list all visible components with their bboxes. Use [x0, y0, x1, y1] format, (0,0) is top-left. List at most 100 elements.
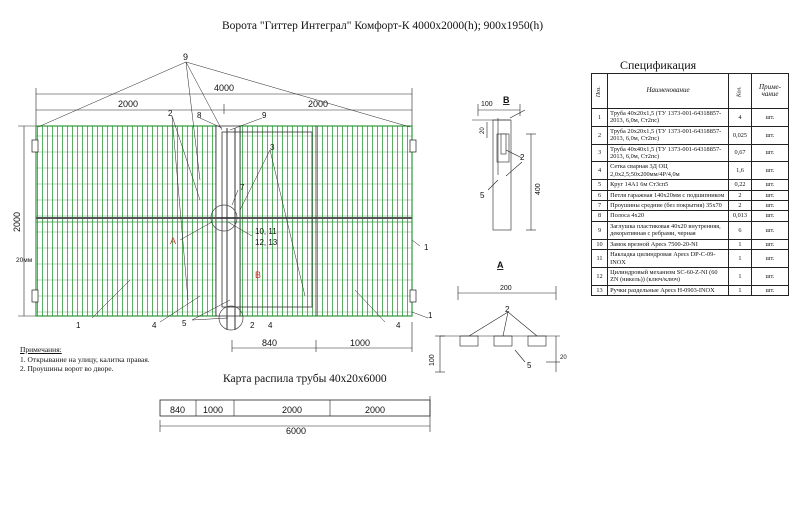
spec-cell-qty: 0,013: [728, 210, 752, 222]
section-b-callout-5: 5: [480, 191, 485, 200]
spec-cell-name: Труба 40x20x1,5 (ТУ 1373-001-64318857-20…: [607, 108, 729, 127]
spec-cell-n: 8: [590, 210, 609, 222]
spec-cell-qty: 0,025: [728, 125, 752, 145]
spec-cell-note: шт.: [751, 108, 789, 127]
spec-cell-qty: 4: [728, 108, 752, 127]
dim-2000-left: 2000: [118, 99, 138, 109]
spec-cell-n: 7: [590, 200, 609, 212]
spec-header-qty: Кол.: [728, 73, 752, 109]
spec-cell-name: Полоса 4х20: [607, 210, 729, 222]
callout-4-mid: 4: [268, 321, 273, 330]
spec-cell-name: Ручки раздельные Apecs H-0903-INOX: [607, 284, 729, 297]
notes: Примечания: 1. Открывание на улицу, кали…: [20, 345, 150, 374]
dim-2000-height: 2000: [12, 212, 22, 232]
notes-title: Примечания:: [20, 345, 62, 354]
section-a-label: A: [497, 260, 504, 270]
callout-9-right: 9: [262, 111, 267, 120]
section-b-dim-400: 400: [535, 183, 542, 195]
spec-cell-name: Петля гаражная 140х20мм с подшипником: [607, 189, 729, 202]
section-a-marker: A: [170, 236, 176, 246]
spec-cell-name: Сетка сварная 3Д ОЦ 2,0х2,5;50х200мм/4Р/…: [607, 161, 729, 181]
callout-3: 3: [270, 143, 275, 152]
cut-total-6000: 6000: [286, 426, 306, 436]
spec-header-name: Наименование: [607, 73, 729, 109]
spec-cell-qty: 0,67: [728, 143, 752, 163]
spec-cell-qty: 2: [728, 189, 752, 202]
section-b-label: B: [503, 95, 510, 105]
spec-cell-n: 9: [590, 220, 609, 240]
spec-cell-qty: 6: [728, 220, 752, 240]
cut-seg-2000-b: 2000: [365, 405, 385, 415]
spec-cell-name: Замок врезной Apecs 7500-20-NI: [607, 238, 729, 251]
section-a-view: A 200 100 20 2 5: [429, 260, 567, 373]
spec-cell-n: 5: [590, 179, 609, 191]
section-b-callout-2: 2: [520, 153, 525, 162]
note-item-2: 2. Проушины ворот во дворе.: [20, 364, 114, 373]
spec-cell-qty: 1: [728, 266, 752, 286]
spec-cell-qty: 1,6: [728, 161, 752, 181]
callout-1-left: 1: [76, 321, 81, 330]
note-item-1: 1. Открывание на улицу, калитка правая.: [20, 354, 150, 364]
callout-4-right: 4: [396, 321, 401, 330]
section-b-dim-20: 20: [480, 127, 486, 134]
spec-cell-qty: 1: [728, 238, 752, 251]
spec-cell-n: 10: [590, 238, 609, 251]
dim-1000: 1000: [350, 338, 370, 348]
callout-2-bottom: 2: [250, 321, 255, 330]
callout-4-left: 4: [152, 321, 157, 330]
spec-cell-note: шт.: [751, 266, 789, 286]
spec-cell-n: 6: [590, 189, 609, 202]
spec-cell-name: Круг 14А1 6м Ст3сп5: [607, 179, 729, 191]
section-a-dim-20: 20: [560, 355, 567, 361]
cut-seg-2000-a: 2000: [282, 405, 302, 415]
dim-offset: 20мм: [16, 257, 33, 264]
section-b-dim-100: 100: [481, 101, 493, 108]
section-a-callout-5: 5: [527, 361, 532, 370]
section-a-dim-200: 200: [500, 285, 512, 292]
spec-cell-note: шт.: [751, 200, 789, 212]
spec-cell-qty: 1: [728, 284, 752, 297]
spec-cell-qty: 1: [728, 249, 752, 268]
spec-cell-n: 4: [590, 161, 609, 181]
section-a-dim-100: 100: [429, 354, 436, 366]
spec-cell-name: Проушины средние (без покрытия) 35х70: [607, 200, 729, 212]
spec-cell-qty: 0,22: [728, 179, 752, 191]
spec-cell-qty: 2: [728, 200, 752, 212]
spec-cell-note: шт.: [751, 249, 789, 268]
spec-cell-n: 2: [590, 125, 609, 145]
callout-9-top: 9: [183, 52, 188, 62]
spec-cell-n: 3: [590, 143, 609, 163]
spec-cell-note: шт.: [751, 179, 789, 191]
cut-seg-840: 840: [170, 405, 185, 415]
callout-7: 7: [240, 183, 245, 192]
spec-cell-note: шт.: [751, 220, 789, 240]
spec-cell-name: Труба 40x40x1,5 (ТУ 1373-001-64318857-20…: [607, 143, 729, 163]
spec-cell-note: шт.: [751, 161, 789, 181]
section-a-callout-2: 2: [505, 305, 510, 314]
spec-cell-note: шт.: [751, 238, 789, 251]
spec-cell-n: 1: [590, 108, 609, 127]
gate-frame: [35, 125, 413, 330]
callout-1-bottom-right: 1: [428, 311, 433, 320]
spec-title: Спецификация: [620, 58, 697, 72]
callout-12-13: 12, 13: [255, 238, 278, 247]
spec-header-pos: Поз.: [590, 73, 609, 109]
cut-seg-1000: 1000: [203, 405, 223, 415]
drawing-title: Ворота "Гиттер Интеграл" Комфорт-К 4000x…: [222, 20, 544, 32]
spec-cell-name: Цилиндровый механизм SC-60-Z-NI (60 ZN (…: [607, 266, 729, 286]
top-dimensions: [35, 88, 413, 128]
dim-2000-right: 2000: [308, 99, 328, 109]
spec-cell-note: шт.: [751, 284, 789, 297]
